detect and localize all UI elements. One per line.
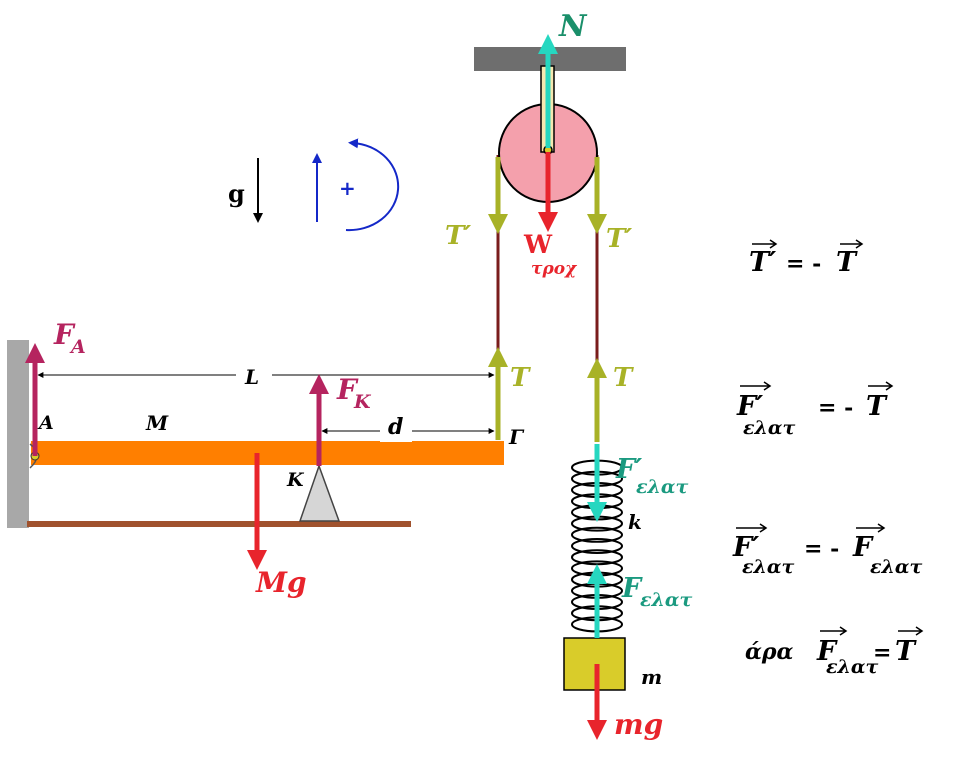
label-mg: mg — [614, 708, 663, 741]
label-K: K — [286, 469, 305, 491]
equation-vector-arrows — [736, 239, 924, 636]
label-T-left: T — [510, 363, 531, 393]
vector-arrow — [856, 523, 886, 533]
eq3-left: F′ — [732, 532, 759, 563]
label-plus: + — [339, 176, 356, 200]
spring-coil — [571, 526, 623, 543]
vector-arrow — [820, 626, 848, 636]
eq3-right: F — [852, 532, 874, 563]
label-T-prime-right: T′ — [606, 224, 632, 254]
support-triangle — [298, 463, 341, 522]
eq2-left: F′ — [736, 391, 763, 422]
eq1-right: T — [836, 247, 858, 278]
label-m: m — [641, 665, 662, 689]
label-k: k — [628, 510, 642, 534]
eq1-mid: = - — [786, 251, 821, 277]
vector-arrow — [736, 523, 768, 533]
label-W-sub: τροχ — [531, 259, 578, 279]
label-d: d — [388, 414, 403, 440]
label-A: A — [37, 412, 54, 434]
eq4-left-sub: ελατ — [826, 656, 878, 678]
vector-arrow — [898, 626, 924, 636]
rotation-arc — [345, 138, 400, 232]
label-L: L — [244, 365, 259, 389]
spring-coil — [571, 538, 623, 554]
label-T-right: T — [613, 363, 634, 393]
vector-arrow — [740, 381, 772, 391]
eq2-left-sub: ελατ — [743, 417, 795, 439]
label-F-K-sub: K — [353, 391, 372, 413]
label-F-elat-prime-sub: ελατ — [636, 476, 688, 498]
label-Gamma: Γ — [508, 425, 525, 449]
eq2-mid: = - — [818, 395, 853, 421]
eq3-right-sub: ελατ — [870, 556, 922, 578]
eq4-mid: = — [873, 640, 891, 666]
label-g: g — [228, 179, 245, 208]
eq4-left: F — [816, 636, 838, 667]
vector-arrow — [752, 239, 778, 249]
eq2-right: T — [866, 391, 888, 422]
beam — [31, 441, 504, 465]
eq3-left-sub: ελατ — [742, 556, 794, 578]
wall — [7, 340, 29, 528]
ground — [27, 521, 411, 527]
label-F-elat: F — [621, 573, 643, 604]
label-F-A: F — [53, 318, 76, 351]
label-F-elat-sub: ελατ — [640, 589, 692, 611]
label-M: M — [145, 411, 169, 435]
label-Mg: Mg — [255, 566, 307, 599]
dimension-L-gap — [236, 365, 272, 385]
label-T-prime-left: T′ — [445, 221, 471, 251]
label-F-K: F — [336, 373, 359, 406]
eq4-prefix: άρα — [745, 639, 794, 665]
label-F-A-sub: A — [69, 336, 86, 358]
label-N: N — [558, 9, 588, 44]
eq1-left: T′ — [749, 247, 776, 278]
eq4-right: T — [895, 636, 917, 667]
eq3-mid: = - — [804, 536, 839, 562]
label-W: W — [523, 230, 553, 259]
vector-arrow — [868, 381, 894, 391]
dimension-d-gap — [380, 420, 412, 442]
label-F-elat-prime: F′ — [615, 454, 642, 485]
vector-arrow — [840, 239, 864, 249]
